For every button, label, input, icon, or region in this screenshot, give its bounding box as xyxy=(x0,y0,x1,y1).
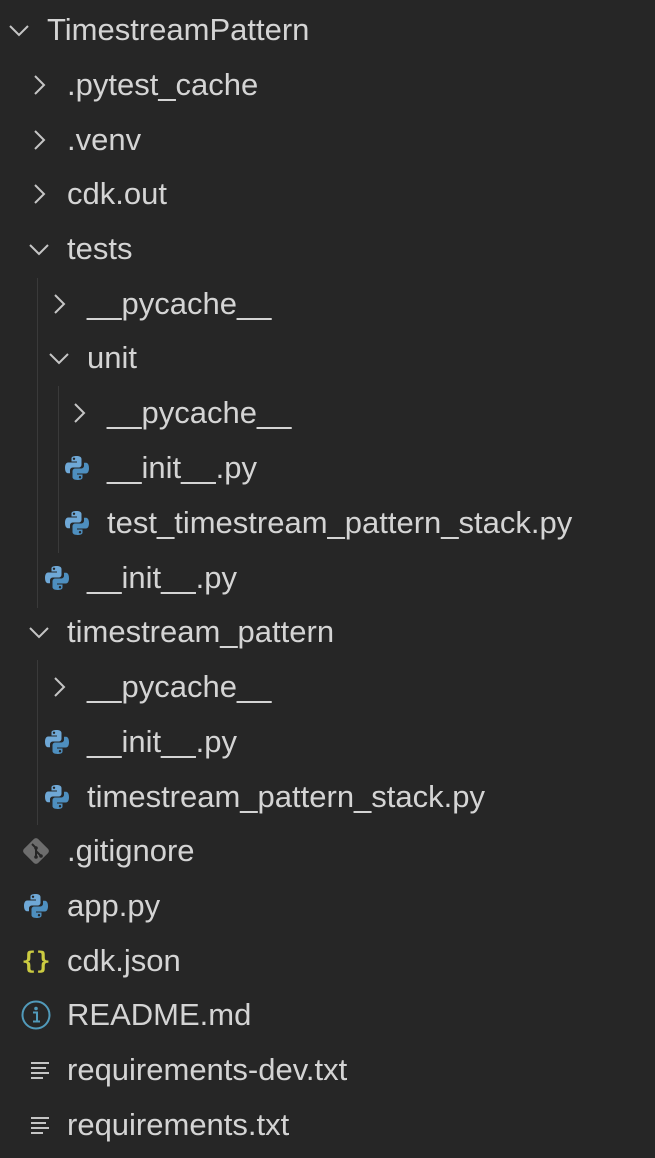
text-lines-icon xyxy=(28,1113,52,1137)
python-icon xyxy=(43,728,71,756)
svg-text:{}: {} xyxy=(22,947,51,975)
tree-item-label: __pycache__ xyxy=(107,394,292,430)
tree-item-label: app.py xyxy=(67,887,161,923)
tree-item-label: test_timestream_pattern_stack.py xyxy=(107,504,573,540)
python-icon xyxy=(63,454,91,482)
indent-guide xyxy=(37,660,38,825)
tree-folder-root[interactable]: TimestreamPattern xyxy=(0,3,655,57)
tree-item-label: requirements.txt xyxy=(67,1106,290,1142)
tree-folder-pytest-cache[interactable]: .pytest_cache xyxy=(0,58,655,112)
tree-item-label: __pycache__ xyxy=(87,285,272,321)
tree-item-label: unit xyxy=(87,339,137,375)
tree-item-label: __pycache__ xyxy=(87,668,272,704)
tree-folder-tests-pycache[interactable]: __pycache__ xyxy=(0,277,655,331)
tree-item-label: __init__.py xyxy=(107,449,257,485)
tree-file-test-stack-py[interactable]: test_timestream_pattern_stack.py xyxy=(0,496,655,550)
tree-folder-cdk-out[interactable]: cdk.out xyxy=(0,167,655,221)
tree-folder-tp-pycache[interactable]: __pycache__ xyxy=(0,660,655,714)
python-icon xyxy=(43,564,71,592)
tree-item-label: __init__.py xyxy=(87,723,237,759)
tree-folder-unit-pycache[interactable]: __pycache__ xyxy=(0,386,655,440)
chevron-down-icon xyxy=(27,237,51,261)
tree-item-label: .pytest_cache xyxy=(67,66,259,102)
tree-item-label: timestream_pattern xyxy=(67,613,335,649)
python-icon xyxy=(63,509,91,537)
indent-guide xyxy=(58,386,59,553)
chevron-right-icon xyxy=(67,401,91,425)
tree-file-app-py[interactable]: app.py xyxy=(0,879,655,933)
tree-item-label: .venv xyxy=(67,121,142,157)
tree-file-unit-init-py[interactable]: __init__.py xyxy=(0,441,655,495)
info-icon xyxy=(20,999,52,1031)
tree-file-tp-stack-py[interactable]: timestream_pattern_stack.py xyxy=(0,770,655,824)
tree-item-label: requirements-dev.txt xyxy=(67,1051,348,1087)
tree-item-label: __init__.py xyxy=(87,559,237,595)
tree-folder-venv[interactable]: .venv xyxy=(0,113,655,167)
tree-folder-unit[interactable]: unit xyxy=(0,331,655,385)
python-icon xyxy=(22,892,50,920)
tree-item-label: cdk.out xyxy=(67,175,167,211)
tree-file-readme-md[interactable]: README.md xyxy=(0,988,655,1042)
chevron-down-icon xyxy=(27,620,51,644)
tree-file-requirements-txt[interactable]: requirements.txt xyxy=(0,1098,655,1152)
tree-file-tests-init-py[interactable]: __init__.py xyxy=(0,551,655,605)
tree-item-label: README.md xyxy=(67,996,252,1032)
text-lines-icon xyxy=(28,1058,52,1082)
chevron-right-icon xyxy=(27,182,51,206)
tree-folder-tests[interactable]: tests xyxy=(0,222,655,276)
git-icon xyxy=(21,836,51,866)
tree-item-label: timestream_pattern_stack.py xyxy=(87,778,486,814)
chevron-right-icon xyxy=(27,73,51,97)
json-braces-icon: {} xyxy=(20,946,52,976)
tree-file-requirements-dev-txt[interactable]: requirements-dev.txt xyxy=(0,1043,655,1097)
python-icon xyxy=(43,783,71,811)
chevron-right-icon xyxy=(27,128,51,152)
tree-file-gitignore[interactable]: .gitignore xyxy=(0,824,655,878)
tree-item-label: .gitignore xyxy=(67,832,195,868)
tree-file-cdk-json[interactable]: {} cdk.json xyxy=(0,934,655,988)
chevron-down-icon xyxy=(47,346,71,370)
tree-item-label: tests xyxy=(67,230,133,266)
chevron-right-icon xyxy=(47,292,71,316)
tree-folder-timestream-pattern[interactable]: timestream_pattern xyxy=(0,605,655,659)
tree-item-label: cdk.json xyxy=(67,942,181,978)
chevron-down-icon xyxy=(7,18,31,42)
chevron-right-icon xyxy=(47,675,71,699)
indent-guide xyxy=(37,278,38,608)
tree-item-label: TimestreamPattern xyxy=(47,11,310,47)
tree-file-tp-init-py[interactable]: __init__.py xyxy=(0,715,655,769)
